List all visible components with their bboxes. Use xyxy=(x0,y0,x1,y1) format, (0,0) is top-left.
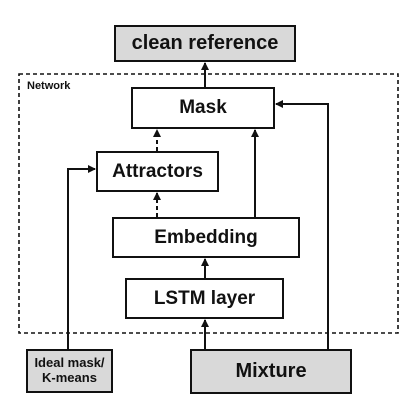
embedding-box: Embedding xyxy=(112,217,300,258)
ideal-mask-label-line1: Ideal mask/ xyxy=(34,355,105,371)
attractors-box: Attractors xyxy=(96,151,219,192)
network-label: Network xyxy=(27,80,71,92)
mixture-box: Mixture xyxy=(190,349,352,394)
ideal-mask-kmeans-box: Ideal mask/ K-means xyxy=(26,349,113,393)
arrow-ideal-mask-to-attractors xyxy=(67,165,96,349)
mask-box: Mask xyxy=(131,87,275,129)
arrow-mixture-to-mask xyxy=(275,100,329,349)
network-boundary xyxy=(18,73,399,334)
ideal-mask-label-line2: K-means xyxy=(42,370,97,385)
clean-reference-box: clean reference xyxy=(114,25,296,62)
lstm-layer-box: LSTM layer xyxy=(125,278,284,319)
